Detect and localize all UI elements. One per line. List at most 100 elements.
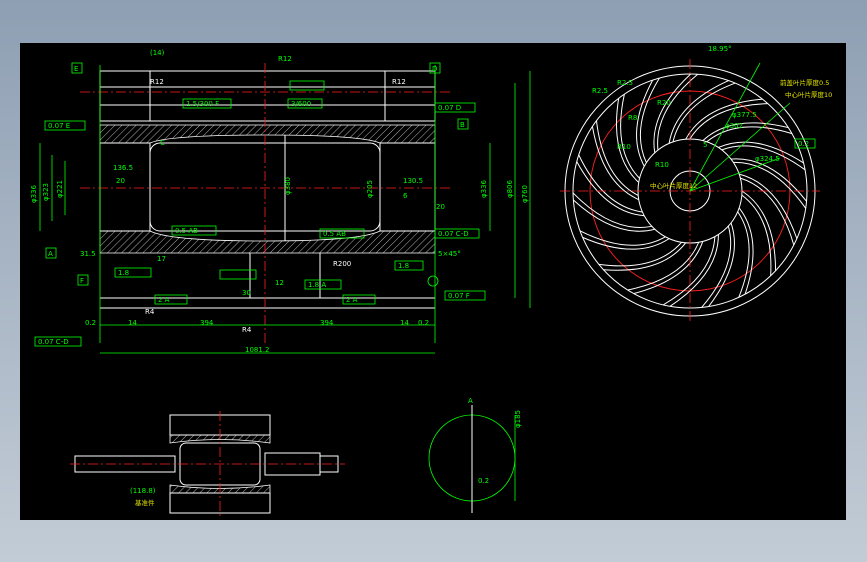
impeller-blade-edge bbox=[595, 120, 639, 196]
tol-frame-2a-left: 2 A bbox=[158, 296, 170, 304]
dim-17: 17 bbox=[157, 255, 166, 263]
dia-302: φ302 bbox=[725, 122, 743, 130]
dia-323: φ323 bbox=[42, 183, 50, 201]
cad-viewport[interactable]: (14) R12 R12 R12 1.5/300 F 3/600 0.07 E … bbox=[20, 43, 846, 520]
datum-c: C bbox=[160, 139, 165, 147]
impeller-blade-edge bbox=[733, 161, 807, 209]
dim-0-2-right: 0.2 bbox=[418, 319, 429, 327]
dia-221: φ221 bbox=[56, 180, 64, 198]
dim-31-5: 31.5 bbox=[80, 250, 96, 258]
tol-frame-1: 1.5/300 F bbox=[186, 100, 219, 108]
radius-r2-5-a: R2.5 bbox=[592, 87, 608, 95]
impeller-blade-edge bbox=[572, 192, 652, 228]
impeller-blade bbox=[633, 241, 704, 295]
radius-r10-a: R10 bbox=[617, 143, 631, 151]
impeller-blade bbox=[636, 79, 654, 167]
radius-r4-left: R4 bbox=[145, 308, 155, 316]
impeller-blade bbox=[573, 199, 655, 232]
tol-frame-e: 0.07 E bbox=[48, 122, 70, 130]
dim-14-right: 14 bbox=[400, 319, 409, 327]
impeller-blade-edge bbox=[598, 241, 682, 267]
hatched-shell-bottom bbox=[99, 230, 436, 254]
tol-frame-d: 0.07 D bbox=[438, 104, 461, 112]
section-datum: A bbox=[468, 397, 473, 405]
impeller-blade-edge bbox=[657, 73, 699, 151]
dim-136-5: 136.5 bbox=[113, 164, 133, 172]
impeller-blade bbox=[653, 73, 692, 153]
dia-205: φ205 bbox=[366, 180, 374, 198]
impeller-tol-frame: 0.2 bbox=[798, 140, 809, 148]
tol-frame-18-left: 1.8 bbox=[118, 269, 129, 277]
radius-r20: R20 bbox=[657, 99, 671, 107]
radius-r4-center: R4 bbox=[242, 326, 252, 334]
impeller-blade-edge bbox=[627, 242, 700, 291]
dim-30: 30 bbox=[242, 289, 251, 297]
note-center-blade-2: 中心叶片厚度12 bbox=[650, 181, 697, 190]
dia-380: φ380 bbox=[284, 177, 292, 195]
tol-frame-bottom: 0.07 C-D bbox=[38, 338, 69, 346]
impeller-blade-edge bbox=[689, 103, 768, 140]
tol-frame-2a-right: 2 A bbox=[346, 296, 358, 304]
impeller-dim-5: 5 bbox=[703, 141, 707, 149]
impeller-blade-edge bbox=[721, 145, 806, 171]
dia-760: φ760 bbox=[521, 185, 529, 203]
dia-336-left: φ336 bbox=[30, 184, 38, 203]
dim-6: 6 bbox=[403, 192, 408, 200]
dim-14-left: 14 bbox=[128, 319, 137, 327]
note-center-blade: 中心叶片厚度10 bbox=[785, 90, 832, 99]
impeller-blade-edge bbox=[706, 126, 793, 143]
datum-d: D bbox=[432, 65, 437, 73]
impeller-blades bbox=[572, 73, 807, 308]
impeller-blade-edge bbox=[672, 82, 736, 142]
impeller-blade bbox=[582, 236, 670, 250]
tol-frame-2: 3/600 bbox=[291, 100, 311, 108]
impeller-blade-edge bbox=[639, 77, 660, 163]
dim-20-left: 20 bbox=[116, 177, 125, 185]
impeller-blade-edge bbox=[578, 154, 643, 213]
dia-324-5: φ324.5 bbox=[755, 155, 780, 163]
tol-frame-ab-right: 0.5 AB bbox=[323, 230, 346, 238]
shaft-note: 基准件 bbox=[135, 498, 155, 507]
impeller-blade-edge bbox=[662, 236, 716, 306]
radius-r2-5-b: R2.5 bbox=[617, 79, 633, 87]
datum-e: E bbox=[74, 65, 78, 73]
radius-r12-right: R12 bbox=[392, 78, 406, 86]
dim-394-left: 394 bbox=[200, 319, 214, 327]
impeller-blade bbox=[576, 161, 645, 217]
datum-b: B bbox=[460, 121, 465, 129]
radius-r8: R8 bbox=[628, 114, 637, 122]
tol-frame-18-right: 1.8 bbox=[398, 262, 409, 270]
dim-394-right: 394 bbox=[320, 319, 334, 327]
drawing-canvas: (14) R12 R12 R12 1.5/300 F 3/600 0.07 E … bbox=[30, 45, 832, 517]
impeller-blade bbox=[668, 80, 729, 144]
dia-806: φ806 bbox=[506, 179, 514, 198]
section-dia: φ185 bbox=[514, 410, 522, 428]
impeller-blade bbox=[739, 173, 798, 239]
tol-frame-f: 0.07 F bbox=[448, 292, 470, 300]
impeller-blade bbox=[708, 222, 735, 307]
shaft-assembly-view: (118.8) 基准件 bbox=[70, 411, 345, 517]
tol-frame-cd: 0.07 C-D bbox=[438, 230, 469, 238]
impeller-blade bbox=[730, 158, 807, 202]
chamfer-note: 5×45° bbox=[438, 250, 461, 258]
dim-14: (14) bbox=[150, 49, 165, 57]
dim-0-2-left: 0.2 bbox=[85, 319, 96, 327]
dia-336-right: φ336 bbox=[480, 179, 488, 198]
impeller-front-view: 0.2 18.95° R2.5 R2.5 R20 R8 R10 R10 φ377… bbox=[560, 45, 832, 323]
impeller-blade-edge bbox=[741, 194, 772, 276]
dim-r12-top: R12 bbox=[278, 55, 292, 63]
datum-f: F bbox=[80, 277, 84, 285]
impeller-blade bbox=[603, 242, 687, 271]
hatched-shell-top bbox=[99, 124, 436, 144]
radius-r12-left: R12 bbox=[150, 78, 164, 86]
radius-r10-b: R10 bbox=[655, 161, 669, 169]
impeller-blade bbox=[702, 122, 789, 141]
radius-r200: R200 bbox=[333, 260, 351, 268]
impeller-blade-edge bbox=[737, 211, 750, 298]
dim-20-right: 20 bbox=[436, 203, 445, 211]
impeller-angle: 18.95° bbox=[708, 45, 732, 53]
section-tol: 0.2 bbox=[478, 477, 489, 485]
tol-frame-ab-left: 0.5 AB bbox=[175, 227, 198, 235]
impeller-blade-edge bbox=[740, 177, 795, 246]
impeller-blade bbox=[591, 126, 639, 201]
